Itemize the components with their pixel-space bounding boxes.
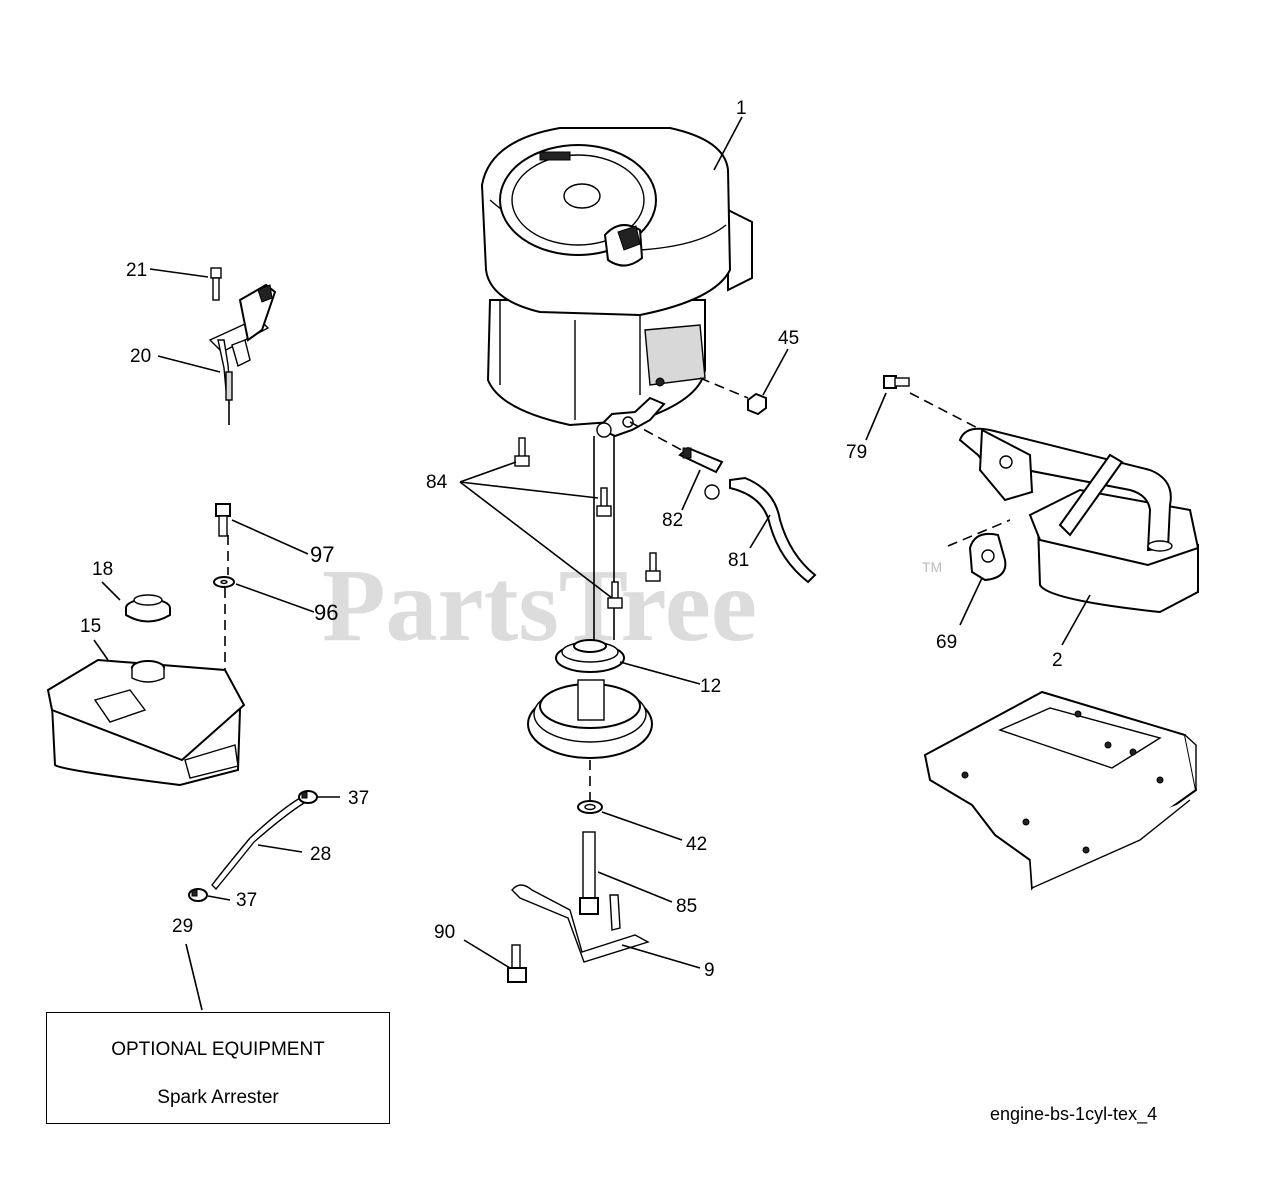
optional-equipment-box: OPTIONAL EQUIPMENT Spark Arrester — [46, 1012, 390, 1124]
callout-2: 2 — [1052, 650, 1063, 671]
callout-85: 85 — [676, 896, 697, 917]
callout-82: 82 — [662, 510, 683, 531]
nut-45[interactable] — [747, 392, 767, 416]
fuel-tank-15[interactable] — [46, 658, 246, 787]
callout-84: 84 — [426, 472, 448, 493]
bracket-9[interactable] — [511, 884, 650, 963]
callout-21: 21 — [126, 260, 147, 281]
callout-96: 96 — [314, 600, 338, 625]
watermark: PartsTree TM — [322, 548, 942, 663]
callout-12: 12 — [700, 676, 721, 697]
bolt-79[interactable] — [883, 375, 910, 389]
callout-18: 18 — [92, 559, 113, 580]
fitting-82[interactable] — [678, 446, 724, 500]
callout-37-bottom: 37 — [236, 890, 257, 911]
leader-lines — [93, 116, 1091, 1011]
washer-42[interactable] — [577, 800, 603, 814]
callout-79: 79 — [846, 442, 867, 463]
washer-96[interactable] — [213, 576, 235, 588]
callout-20: 20 — [130, 346, 151, 367]
pulley-12[interactable] — [527, 639, 653, 759]
screw-97[interactable] — [215, 503, 231, 537]
callout-45: 45 — [778, 328, 799, 349]
callout-81: 81 — [728, 550, 749, 571]
callout-1: 1 — [736, 98, 747, 119]
engine-part-1[interactable] — [480, 127, 753, 438]
callout-15: 15 — [80, 616, 101, 637]
callout-90: 90 — [434, 922, 455, 943]
callout-37-top: 37 — [348, 788, 369, 809]
callout-97: 97 — [310, 542, 334, 567]
fuel-cap-18[interactable] — [125, 594, 171, 623]
optional-equipment-item: Spark Arrester — [157, 1087, 279, 1108]
muffler-2[interactable] — [958, 427, 1200, 614]
gasket-69[interactable] — [968, 532, 1007, 582]
callout-42: 42 — [686, 834, 707, 855]
callout-28: 28 — [310, 844, 331, 865]
bolt-90[interactable] — [507, 944, 527, 983]
bolt-85[interactable] — [579, 831, 599, 915]
callout-29: 29 — [172, 916, 193, 937]
engine-mounting-plate[interactable] — [923, 690, 1198, 891]
fuel-hose-28[interactable] — [211, 797, 306, 891]
clamp-37-bottom[interactable] — [188, 888, 208, 902]
optional-equipment-title: OPTIONAL EQUIPMENT — [111, 1039, 325, 1060]
hose-81[interactable] — [729, 476, 817, 584]
callout-9: 9 — [704, 960, 715, 981]
bolt-84-group[interactable] — [514, 437, 661, 609]
throttle-control-20[interactable] — [208, 267, 277, 425]
callout-labels: 1 21 20 45 79 84 82 81 97 96 18 15 12 69… — [80, 98, 1063, 981]
watermark-tm: TM — [922, 559, 942, 575]
watermark-text: PartsTree — [322, 548, 757, 663]
diagram-code: engine-bs-1cyl-tex_4 — [990, 1104, 1158, 1124]
clamp-37-top[interactable] — [298, 790, 318, 804]
callout-69: 69 — [936, 632, 957, 653]
